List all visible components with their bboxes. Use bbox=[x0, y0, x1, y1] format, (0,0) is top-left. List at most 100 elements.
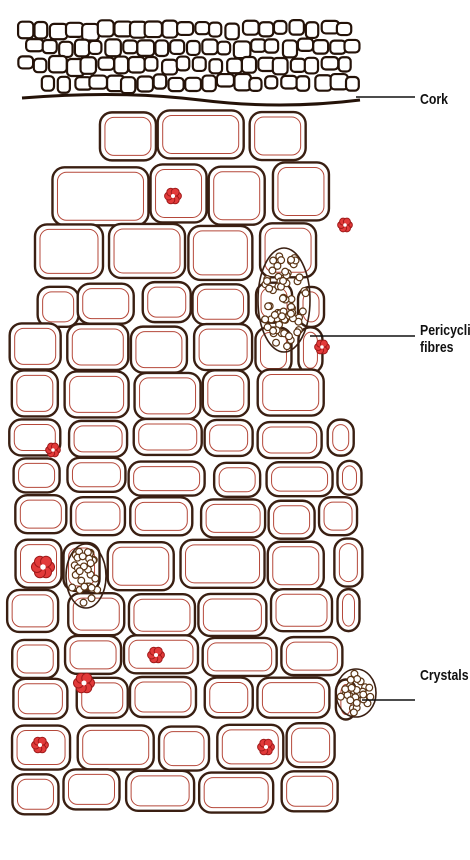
parenchyma-cell bbox=[78, 725, 154, 769]
cork-cell bbox=[34, 22, 47, 38]
label-pericyclic-fibres: Pericyclic fibres bbox=[420, 322, 470, 356]
cork-cell bbox=[42, 76, 54, 90]
parenchyma-cell bbox=[108, 542, 174, 590]
parenchyma-cell bbox=[65, 371, 129, 417]
parenchyma-cell bbox=[203, 370, 249, 416]
cork-cell bbox=[249, 78, 261, 91]
crystal-center bbox=[343, 223, 347, 227]
parenchyma-cell bbox=[282, 771, 338, 811]
parenchyma-cell bbox=[52, 167, 148, 225]
cork-cell bbox=[243, 21, 259, 35]
fibre-cell bbox=[269, 267, 276, 274]
cork-cell bbox=[81, 57, 96, 74]
fibre-cell bbox=[278, 257, 285, 264]
parenchyma-cell bbox=[188, 226, 252, 280]
cork-cell bbox=[58, 77, 70, 93]
cork-cell bbox=[98, 57, 114, 69]
parenchyma-cell bbox=[287, 723, 335, 767]
fibre-cell bbox=[348, 684, 355, 691]
fibre-cell bbox=[280, 278, 287, 285]
crystal-center bbox=[40, 564, 46, 570]
cork-cell bbox=[155, 40, 168, 56]
fibre-cell bbox=[92, 575, 99, 582]
cork-cell bbox=[66, 23, 83, 37]
cork-cell bbox=[313, 40, 328, 54]
fibre-cell bbox=[76, 568, 83, 575]
parenchyma-cell bbox=[273, 162, 329, 220]
cork-boundary bbox=[22, 94, 360, 105]
cork-cell bbox=[218, 42, 231, 55]
fibre-cell bbox=[262, 316, 269, 323]
parenchyma-cell bbox=[135, 373, 201, 419]
parenchyma-cell bbox=[38, 287, 79, 327]
crystal bbox=[315, 340, 330, 354]
cork-cell bbox=[306, 22, 318, 38]
fibre-cell bbox=[347, 676, 354, 683]
parenchyma-cell bbox=[12, 640, 58, 678]
cork-cell bbox=[265, 39, 278, 52]
crystal bbox=[338, 218, 353, 232]
cork-cell bbox=[129, 57, 145, 73]
cork-cell bbox=[322, 57, 339, 69]
parenchyma-cell bbox=[63, 769, 119, 809]
cork-cell bbox=[177, 57, 190, 71]
parenchyma-cell bbox=[7, 590, 58, 632]
cork-cell bbox=[169, 78, 184, 91]
fibre-cell bbox=[87, 560, 94, 567]
cork-cell bbox=[50, 24, 67, 39]
parenchyma-cell bbox=[319, 497, 357, 535]
fibre-cell bbox=[81, 583, 88, 590]
cork-cell bbox=[209, 59, 222, 73]
parenchyma-cell bbox=[71, 497, 125, 535]
fibre-cell bbox=[347, 697, 354, 704]
cork-cell bbox=[49, 56, 67, 72]
cork-cell bbox=[137, 40, 154, 56]
fibre-cell bbox=[69, 584, 76, 591]
parenchyma-cell bbox=[12, 370, 58, 416]
cork-cell bbox=[145, 21, 162, 37]
crystal-center bbox=[38, 743, 42, 747]
parenchyma-cell bbox=[65, 636, 121, 674]
label-crystals: Crystals bbox=[420, 667, 469, 684]
cork-cell bbox=[265, 76, 277, 88]
cork-cell bbox=[82, 24, 99, 41]
cork-cell bbox=[242, 57, 256, 73]
cork-cell bbox=[234, 41, 251, 58]
parenchyma-cell bbox=[13, 679, 67, 719]
fibre-cell bbox=[342, 686, 349, 693]
crystal bbox=[32, 737, 49, 753]
cork-cell bbox=[121, 77, 135, 93]
crystal-center bbox=[51, 448, 55, 452]
cork-cell bbox=[34, 59, 47, 73]
cork-cell bbox=[315, 75, 331, 90]
fibre-cell bbox=[354, 676, 361, 683]
fibre-cell bbox=[286, 333, 293, 340]
fibre-cell bbox=[350, 709, 357, 716]
fibre-cell bbox=[270, 257, 277, 264]
cork-cell bbox=[345, 40, 360, 52]
parenchyma-cell bbox=[12, 774, 58, 814]
parenchyma-cell bbox=[68, 593, 124, 635]
parenchyma-cell bbox=[10, 323, 61, 369]
cork-cell bbox=[170, 40, 184, 54]
parenchyma-cell bbox=[337, 589, 359, 631]
cork-cell bbox=[195, 22, 209, 34]
fibre-cell bbox=[271, 312, 278, 319]
cork-cell bbox=[305, 58, 318, 74]
cork-cell bbox=[259, 22, 273, 36]
fibre-cell bbox=[265, 303, 272, 310]
cork-cell bbox=[330, 41, 345, 54]
parenchyma-cell bbox=[130, 497, 192, 535]
parenchyma-cell bbox=[159, 727, 209, 771]
cork-cell bbox=[162, 60, 177, 75]
fibre-cell bbox=[88, 595, 95, 602]
cork-cell bbox=[346, 77, 359, 91]
cork-cell bbox=[202, 76, 215, 92]
parenchyma-cell bbox=[269, 501, 315, 539]
fibre-cell bbox=[79, 553, 86, 560]
cork-layer bbox=[18, 20, 360, 105]
crystal bbox=[258, 739, 275, 755]
cork-cell bbox=[283, 40, 297, 57]
parenchyma-cell bbox=[158, 110, 244, 158]
